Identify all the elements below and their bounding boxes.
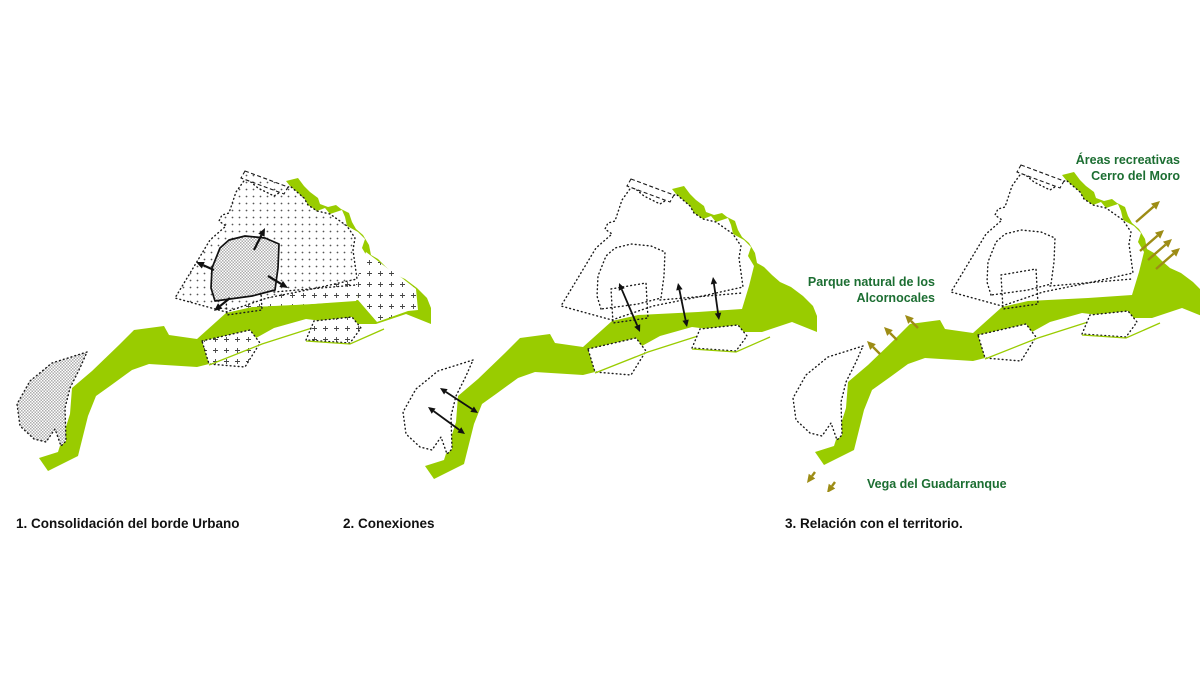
green-edge-line <box>1081 322 1161 339</box>
expansion-arrow <box>219 297 231 307</box>
connection-arrow-head <box>428 407 436 414</box>
connection-arrow-head <box>682 319 689 327</box>
green-corridor-ribbon <box>815 172 1200 465</box>
green-edge-line <box>208 327 313 366</box>
expansion-arrow-head <box>214 303 223 311</box>
territory-arrow-head <box>905 315 914 324</box>
territory-arrow-head <box>1170 248 1180 257</box>
green-corridor-ribbon <box>425 186 817 479</box>
territory-arrow <box>1155 252 1175 270</box>
territory-arrow <box>1147 243 1167 261</box>
label-parque-natural-alcornocales: Parque natural de los Alcornocales <box>808 274 935 306</box>
connection-arrow-head <box>714 312 722 320</box>
district-divider-line <box>273 284 357 293</box>
pier-strip <box>240 170 289 195</box>
inner-core-outline <box>986 229 1056 296</box>
expansion-arrow <box>202 264 215 272</box>
connection-arrow <box>678 289 687 321</box>
connection-arrow-head <box>634 324 641 332</box>
district-outline <box>1000 268 1039 310</box>
territory-arrow-head <box>1150 201 1160 210</box>
caption-conexiones: 2. Conexiones <box>343 516 435 531</box>
pier-strip <box>626 178 675 203</box>
pier-strip <box>1016 164 1065 189</box>
southwest-parcel <box>792 345 864 441</box>
territory-arrow <box>1139 234 1159 252</box>
inner-core-outline <box>596 243 666 310</box>
map-relacion-territorio <box>792 164 1200 492</box>
territory-arrow-head <box>1154 230 1164 239</box>
district-outline <box>610 282 649 324</box>
label-parque-line2: Alcornocales <box>856 291 935 305</box>
label-vega-line1: Vega del Guadarranque <box>867 477 1007 491</box>
expansion-arrow <box>253 234 263 251</box>
riverside-parcel-1 <box>587 337 647 376</box>
territory-arrow-head <box>884 327 893 336</box>
district-divider-line <box>659 292 743 301</box>
label-vega-del-guadarranque: Vega del Guadarranque <box>867 476 1007 492</box>
territory-arrow-head <box>1162 239 1172 248</box>
urban-area-outline <box>560 185 744 321</box>
green-edge-line <box>984 321 1089 360</box>
connection-arrow-head <box>676 283 683 291</box>
urban-area-outline <box>950 171 1134 307</box>
territory-arrow <box>831 481 836 487</box>
map-conexiones <box>402 178 817 479</box>
connection-arrow-head <box>457 427 465 434</box>
territory-arrow-head <box>867 341 876 350</box>
growth-area-pattern-east <box>358 252 418 322</box>
green-corridor-ribbon <box>39 178 431 471</box>
territory-arrow-head <box>827 483 836 492</box>
label-areas-recreativas-cerro-del-moro: Áreas recreativas Cerro del Moro <box>1076 152 1180 184</box>
connection-arrow-head <box>710 277 718 285</box>
territory-arrow <box>872 346 881 355</box>
caption-consolidacion: 1. Consolidación del borde Urbano <box>16 516 240 531</box>
green-edge-line <box>305 328 385 345</box>
territory-arrow-head <box>807 473 816 483</box>
district-divider-line <box>1049 278 1133 287</box>
territory-arrow <box>910 320 919 329</box>
caption-relacion-territorio: 3. Relación con el territorio. <box>785 516 963 531</box>
southwest-parcel <box>402 359 474 455</box>
label-parque-line1: Parque natural de los <box>807 275 935 289</box>
connection-arrow-head <box>440 388 448 395</box>
riverside-parcel-2 <box>691 324 748 352</box>
connection-arrow <box>620 289 639 326</box>
riverside-parcel-2 <box>1081 310 1138 338</box>
connection-arrow <box>433 410 460 431</box>
connection-arrow-head <box>618 283 625 291</box>
territory-arrow <box>811 471 816 477</box>
riverside-parcel-1 <box>201 329 261 368</box>
expansion-arrow-head <box>196 262 205 269</box>
green-edge-line <box>594 335 699 374</box>
connection-arrow-head <box>470 406 478 413</box>
territory-arrow <box>1135 205 1155 223</box>
southwest-parcel <box>16 351 88 447</box>
label-areas-line1: Áreas recreativas <box>1075 153 1180 167</box>
riverside-parcel-2 <box>305 316 362 344</box>
map-consolidacion-borde-urbano <box>16 170 431 471</box>
connection-arrow <box>445 391 473 410</box>
connection-arrow <box>713 283 719 314</box>
expansion-arrow <box>267 275 282 285</box>
growth-area-pattern-south <box>226 279 358 312</box>
expansion-arrow-head <box>279 280 288 288</box>
expansion-arrow-head <box>258 228 265 237</box>
green-edge-line <box>691 336 771 353</box>
riverside-parcel-1 <box>977 323 1037 362</box>
territory-arrow <box>889 332 898 341</box>
label-areas-line2: Cerro del Moro <box>1091 169 1180 183</box>
